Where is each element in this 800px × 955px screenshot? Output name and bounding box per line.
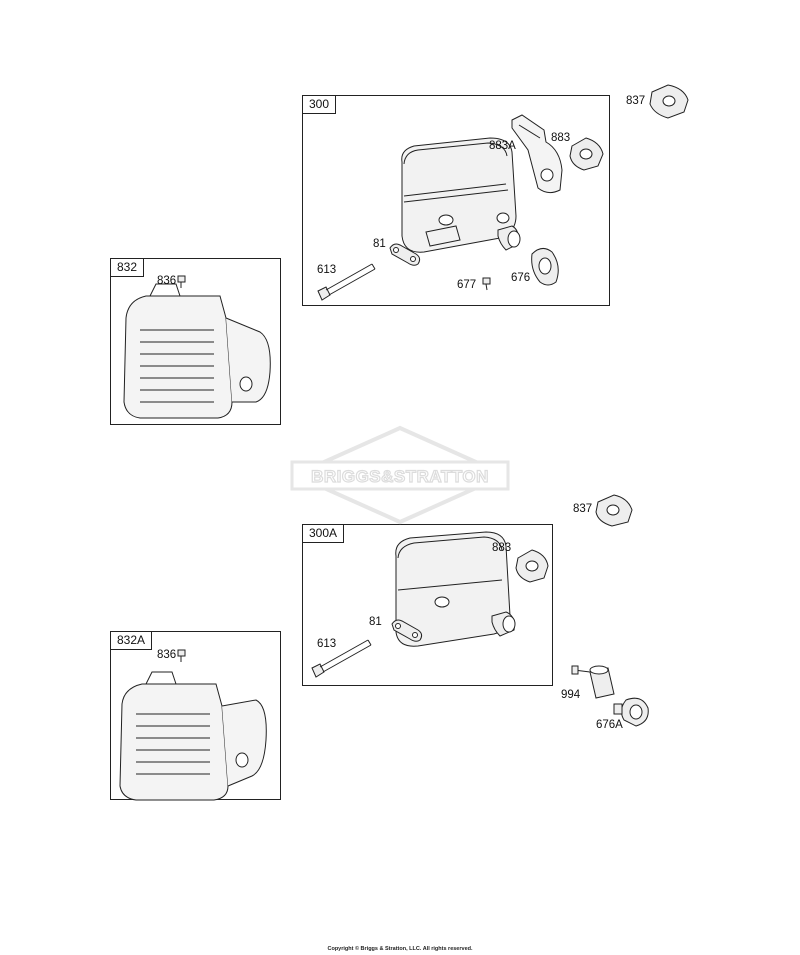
muffler-300 (401, 137, 521, 253)
muffler-300a (395, 531, 516, 647)
callout-676: 676 (511, 272, 531, 284)
callout-81-bottom: 81 (369, 616, 382, 628)
guard-832 (123, 283, 271, 419)
briggs-stratton-watermark: BRIGGS&STRATTON (290, 425, 510, 525)
callout-613-bottom: 613 (317, 638, 337, 650)
watermark-text: BRIGGS&STRATTON (311, 467, 489, 486)
deflector-676 (531, 248, 559, 286)
callout-836-top: 836 (157, 275, 177, 287)
callout-883-bottom: 883 (492, 542, 512, 554)
frame-300-tag: 300 (303, 96, 337, 114)
callout-837-top: 837 (626, 95, 646, 107)
bolt-613-top (317, 263, 376, 301)
callout-883-top: 883 (551, 132, 571, 144)
frame-300a-tag: 300A (303, 525, 345, 543)
gasket-883-top (569, 137, 604, 171)
frame-300a: 300A (302, 524, 553, 686)
callout-677: 677 (457, 279, 477, 291)
clamp-676a (613, 697, 649, 727)
frame-832-tag: 832 (111, 259, 145, 277)
gasket-837-top (649, 84, 689, 119)
lock-plate-81-top (389, 243, 421, 266)
copyright-notice: Copyright © Briggs & Stratton, LLC. All … (327, 946, 473, 952)
callout-81-top: 81 (373, 238, 386, 250)
screw-836-bottom (177, 649, 186, 662)
lock-plate-81-bottom (391, 619, 423, 642)
callout-613-top: 613 (317, 264, 337, 276)
bolt-613-bottom (311, 639, 372, 678)
frame-832: 832 (110, 258, 281, 425)
gasket-883-bottom (515, 549, 549, 583)
screw-836-top (177, 275, 186, 288)
callout-883a: 883A (489, 140, 516, 152)
screw-677 (482, 277, 491, 291)
bracket-883a (511, 114, 563, 194)
callout-837-bottom: 837 (573, 503, 593, 515)
frame-832a-tag: 832A (111, 632, 153, 650)
spark-arrester-994 (571, 665, 615, 699)
callout-994: 994 (561, 689, 581, 701)
callout-676a: 676A (596, 719, 623, 731)
guard-832a (119, 671, 267, 801)
frame-300: 300 (302, 95, 610, 306)
gasket-837-bottom (595, 494, 633, 527)
callout-836-bottom: 836 (157, 649, 177, 661)
